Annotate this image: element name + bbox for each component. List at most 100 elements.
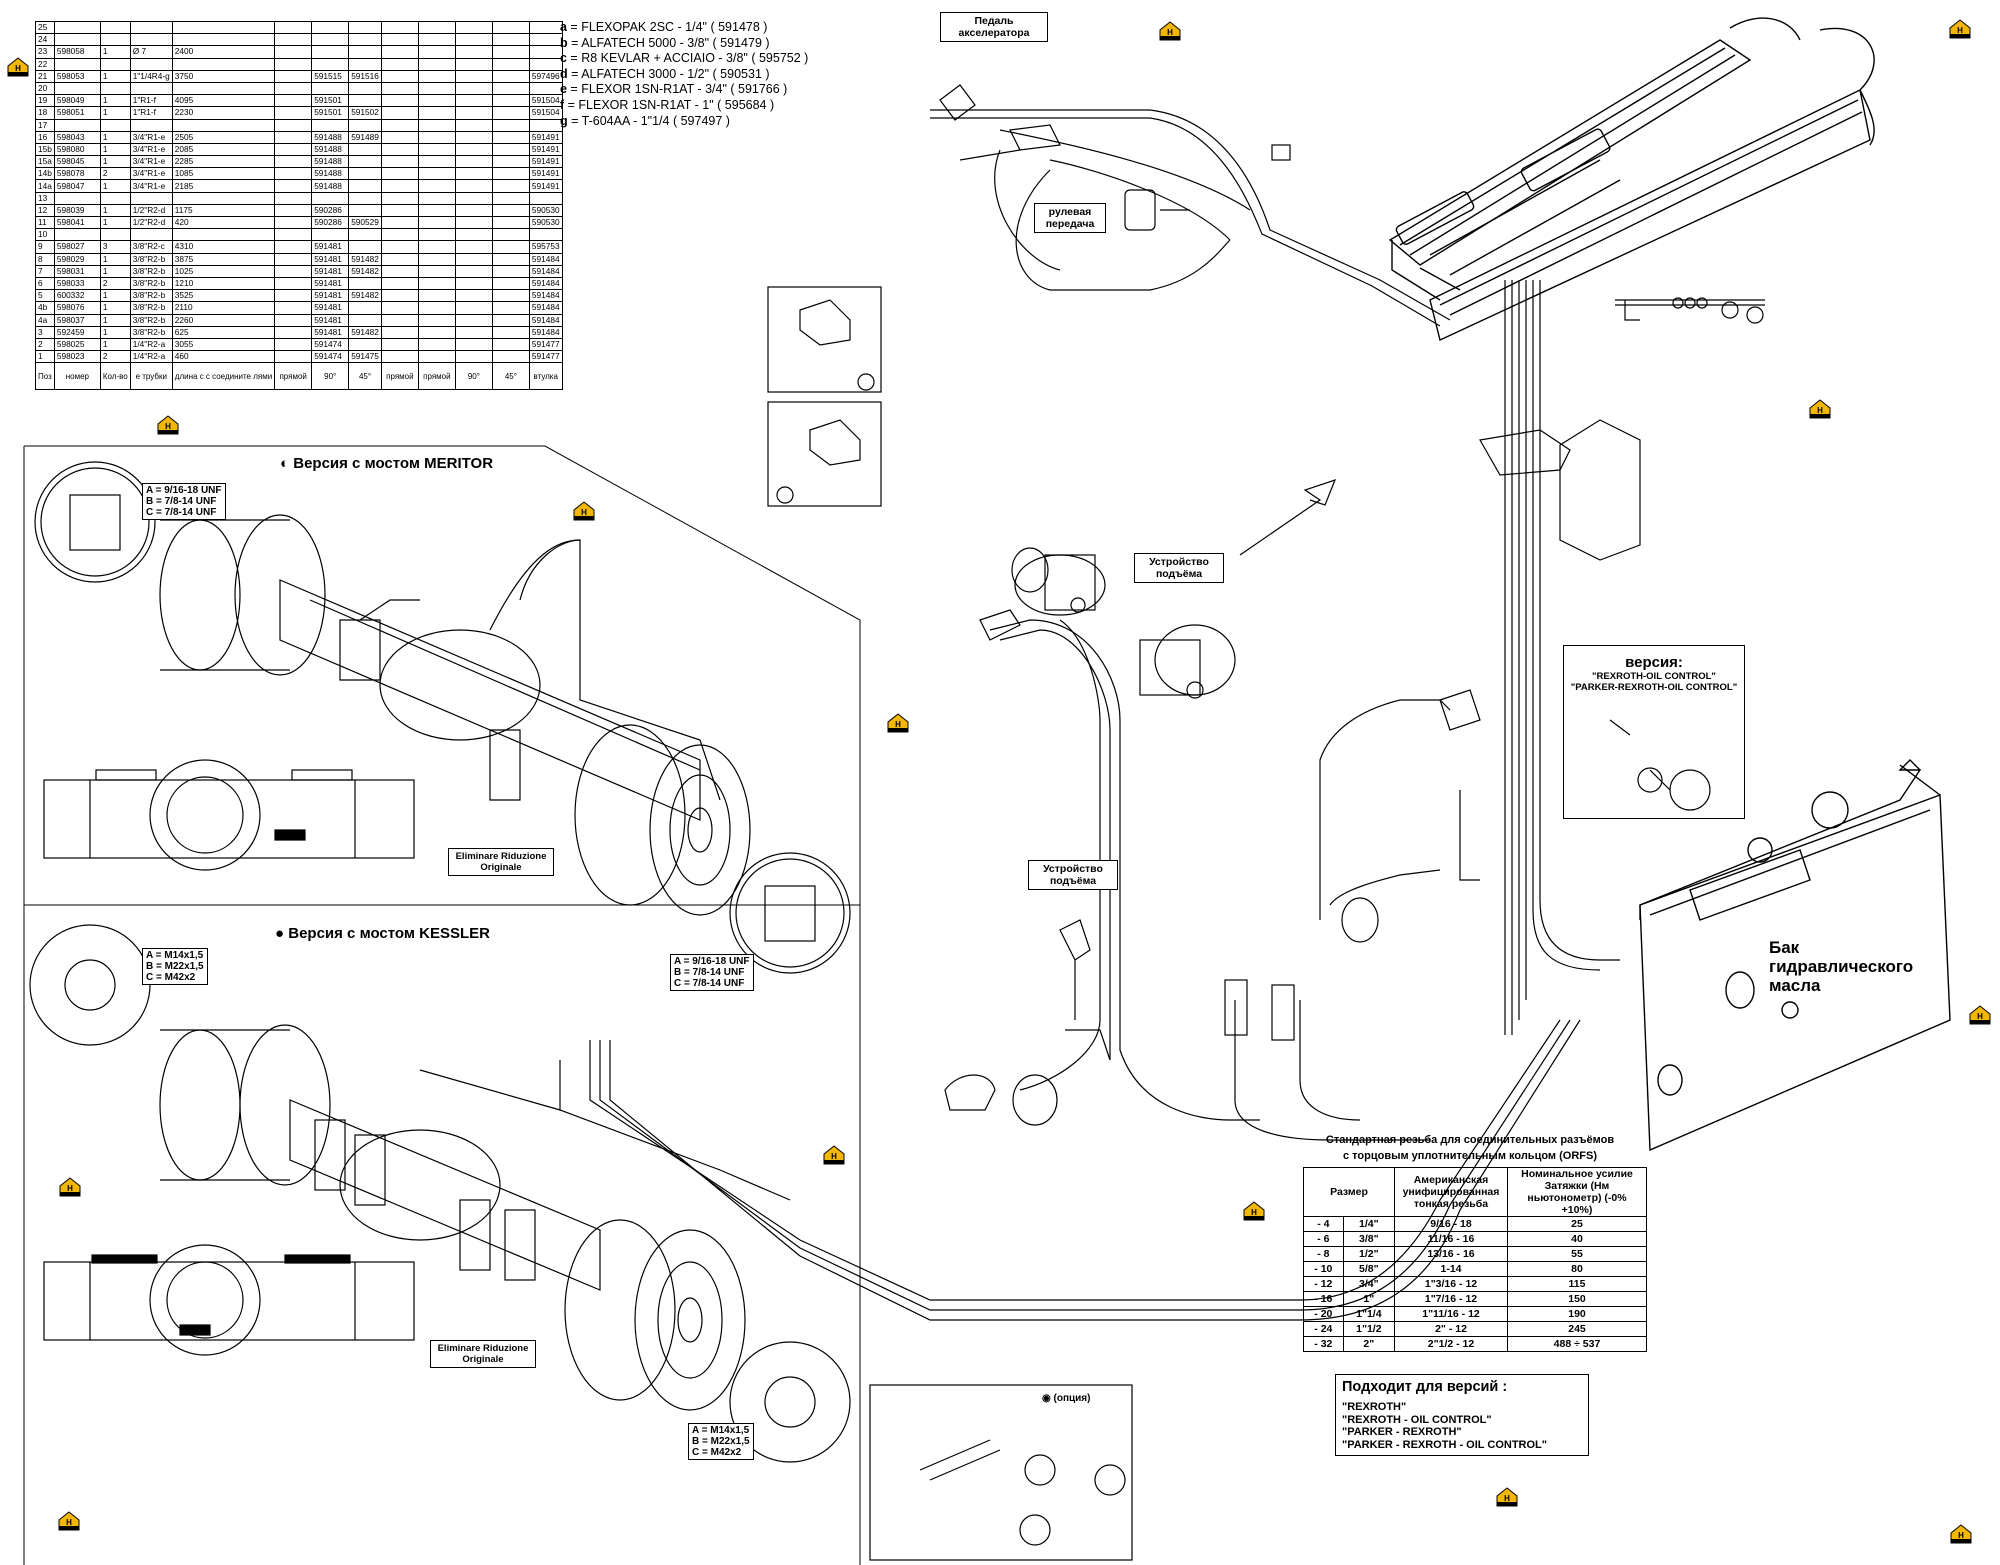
table-cell bbox=[454, 264, 493, 278]
tank-label: Бак гидравлического масла bbox=[1769, 938, 1914, 995]
table-cell: 3/8"R2-b bbox=[129, 252, 173, 266]
table-cell bbox=[274, 276, 313, 291]
table-cell: 4095 bbox=[171, 94, 276, 108]
eliminare-label-1: Eliminare Riduzione Originale bbox=[448, 848, 554, 876]
table-cell: 3055 bbox=[171, 337, 276, 352]
legend-value: = R8 KEVLAR + ACCIAIO - 3/8" ( 595752 ) bbox=[566, 51, 809, 66]
table-cell: 591491 bbox=[528, 167, 563, 181]
table-cell bbox=[454, 57, 493, 71]
table-cell: 1 bbox=[99, 179, 131, 193]
table-cell bbox=[454, 20, 493, 35]
table-cell bbox=[53, 118, 101, 132]
table-cell bbox=[491, 81, 530, 96]
table-row: 20 bbox=[35, 81, 563, 96]
orfs-cell: 1" bbox=[1342, 1291, 1396, 1307]
table-cell bbox=[311, 81, 350, 96]
table-cell: 1 bbox=[99, 313, 131, 327]
table-cell bbox=[491, 350, 530, 364]
orfs-cell: - 4 bbox=[1303, 1216, 1344, 1232]
table-cell bbox=[380, 240, 419, 254]
legend-item: g = T-604AA - 1"1/4 ( 597497 ) bbox=[560, 114, 808, 130]
table-cell: 21 bbox=[35, 69, 55, 83]
table-cell bbox=[491, 94, 530, 108]
table-cell bbox=[129, 118, 173, 132]
table-cell: 14a bbox=[35, 179, 55, 193]
table-cell bbox=[491, 301, 530, 315]
watermark-logo-icon: H bbox=[1806, 398, 1834, 420]
svg-text:H: H bbox=[67, 1184, 73, 1193]
table-cell: 591484 bbox=[528, 313, 563, 327]
table-cell bbox=[274, 191, 313, 205]
table-cell: 3/4"R1-e bbox=[129, 179, 173, 193]
table-cell bbox=[491, 325, 530, 339]
table-cell bbox=[454, 142, 493, 157]
table-cell: 591488 bbox=[311, 167, 350, 181]
orfs-cell: - 8 bbox=[1303, 1246, 1344, 1262]
table-cell bbox=[274, 301, 313, 315]
table-cell bbox=[528, 118, 563, 132]
watermark-logo-icon: H bbox=[1156, 20, 1184, 42]
table-cell bbox=[380, 94, 419, 108]
table-cell bbox=[454, 191, 493, 205]
col-90: 90° bbox=[311, 362, 350, 391]
table-cell: 591491 bbox=[528, 142, 563, 157]
table-cell bbox=[348, 240, 382, 254]
table-cell bbox=[311, 20, 350, 35]
table-cell: 598058 bbox=[53, 45, 101, 59]
table-cell bbox=[274, 94, 313, 108]
table-cell bbox=[417, 20, 456, 35]
inset-48-frame bbox=[767, 286, 882, 393]
table-cell: 598045 bbox=[53, 155, 101, 169]
meritor-axle-drawing bbox=[159, 514, 751, 916]
table-cell bbox=[491, 313, 530, 327]
accumulator-30-drawing bbox=[1012, 1074, 1058, 1126]
table-cell bbox=[417, 155, 456, 169]
table-cell bbox=[454, 228, 493, 242]
table-cell bbox=[348, 337, 382, 352]
hose-legend: a = FLEXOPAK 2SC - 1/4" ( 591478 )b = AL… bbox=[560, 20, 808, 129]
table-cell bbox=[417, 240, 456, 254]
pedal-label: Педаль акселератора bbox=[940, 12, 1048, 42]
table-cell: 11 bbox=[35, 215, 55, 230]
col-sleeve: втулка bbox=[528, 362, 563, 391]
col-straight-3: прямой bbox=[417, 362, 456, 391]
svg-text:H: H bbox=[831, 1152, 837, 1161]
table-cell bbox=[380, 276, 419, 291]
orfs-cell: 1"11/16 - 12 bbox=[1394, 1306, 1508, 1322]
table-cell bbox=[491, 106, 530, 120]
legend-value: = ALFATECH 3000 - 1/2" ( 590531 ) bbox=[567, 66, 770, 81]
legend-value: = FLEXOR 1SN-R1AT - 1" ( 595684 ) bbox=[564, 97, 775, 112]
table-cell: 598049 bbox=[53, 94, 101, 108]
meritor-symbol-icon: ◐ bbox=[280, 455, 290, 472]
table-cell: 591484 bbox=[528, 264, 563, 278]
table-cell: 2 bbox=[35, 337, 55, 352]
table-cell: 591475 bbox=[348, 350, 382, 364]
table-cell bbox=[129, 57, 173, 71]
kessler-symbol-icon: ● bbox=[275, 925, 285, 942]
table-cell: 24 bbox=[35, 33, 55, 47]
table-cell bbox=[274, 337, 313, 352]
table-cell: 591474 bbox=[311, 337, 350, 352]
table-cell bbox=[454, 81, 493, 96]
lift-device-label-1: Устройство подъёма bbox=[1134, 553, 1224, 583]
legend-key: c bbox=[560, 51, 567, 66]
table-cell bbox=[348, 118, 382, 132]
table-cell bbox=[454, 106, 493, 120]
table-cell: 590286 bbox=[311, 203, 350, 218]
table-cell bbox=[380, 106, 419, 120]
orfs-cell: 5/8" bbox=[1342, 1261, 1396, 1277]
table-cell bbox=[417, 313, 456, 327]
table-cell bbox=[380, 69, 419, 83]
svg-text:H: H bbox=[66, 1518, 72, 1527]
table-cell bbox=[99, 228, 131, 242]
version-line-2: "PARKER-REXROTH-OIL CONTROL" bbox=[1570, 682, 1738, 693]
svg-text:H: H bbox=[1977, 1012, 1983, 1021]
